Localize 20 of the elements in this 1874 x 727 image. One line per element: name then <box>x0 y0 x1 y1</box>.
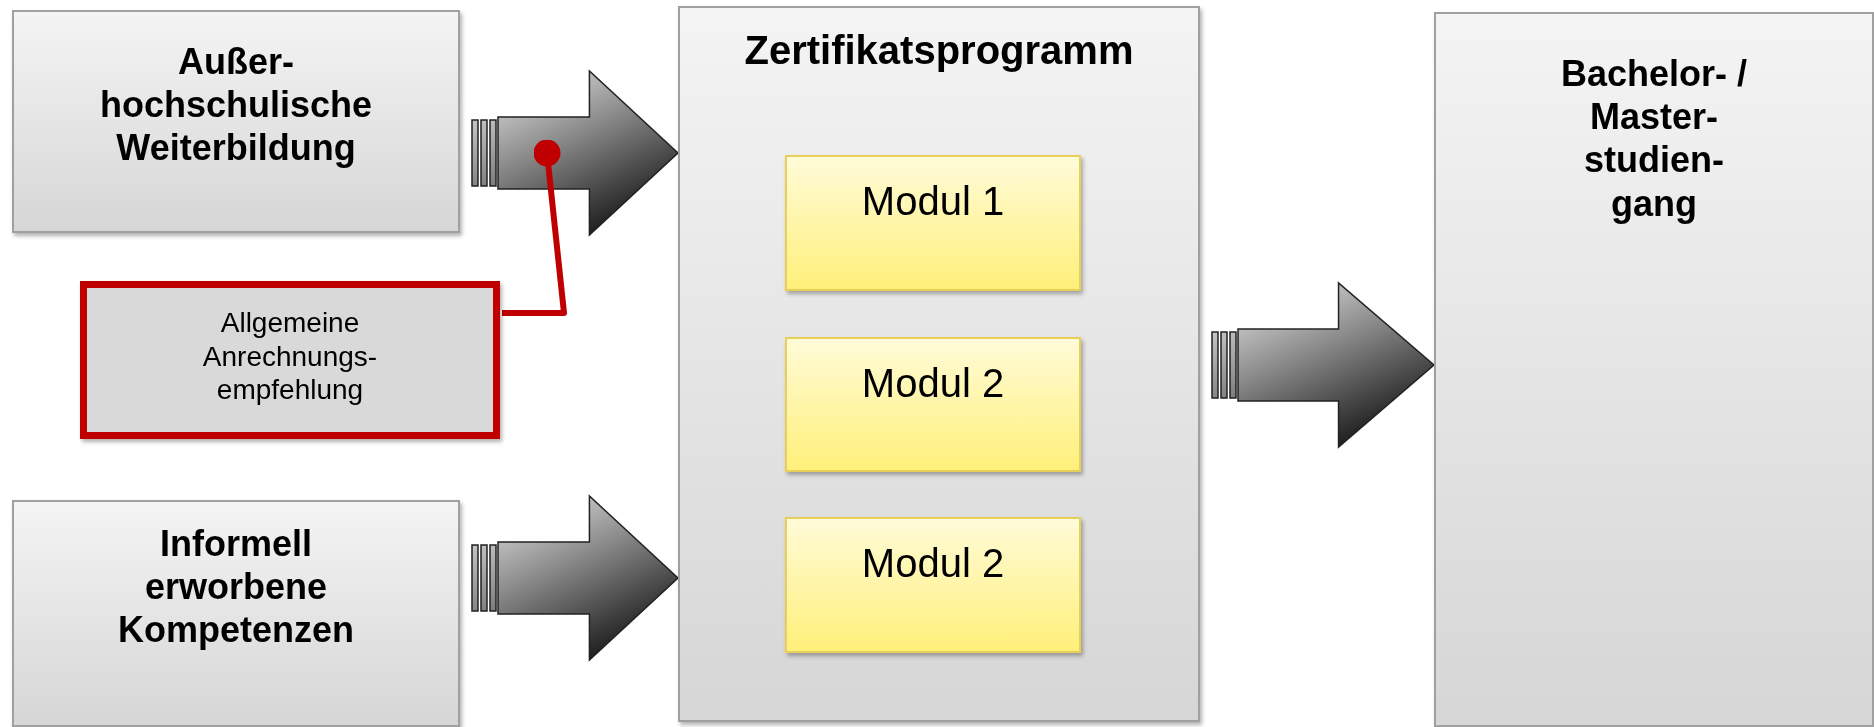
module-box <box>785 155 1081 291</box>
module-label: Modul 1 <box>860 178 1006 225</box>
note-text: Allgemeine Anrechnungs- empfehlung <box>201 306 379 407</box>
module-label: Modul 2 <box>860 360 1006 407</box>
block-arrow <box>1211 281 1436 449</box>
box-title: Bachelor- / Master- studien- gang <box>1559 52 1748 225</box>
box-title: Außer- hochschulische Weiterbildung <box>98 40 374 170</box>
module-label: Modul 2 <box>860 540 1006 587</box>
box-title: Informell erworbene Kompetenzen <box>117 522 355 652</box>
module-box <box>785 517 1081 653</box>
process-box <box>12 500 460 727</box>
box-title: Zertifikatsprogramm <box>743 27 1135 74</box>
leader-line <box>502 139 567 316</box>
block-arrow <box>471 69 680 237</box>
module-box <box>785 337 1081 472</box>
process-box <box>678 6 1200 722</box>
note-box <box>80 281 500 439</box>
block-arrow <box>471 494 680 662</box>
process-box <box>1434 12 1874 727</box>
process-box <box>12 10 460 233</box>
